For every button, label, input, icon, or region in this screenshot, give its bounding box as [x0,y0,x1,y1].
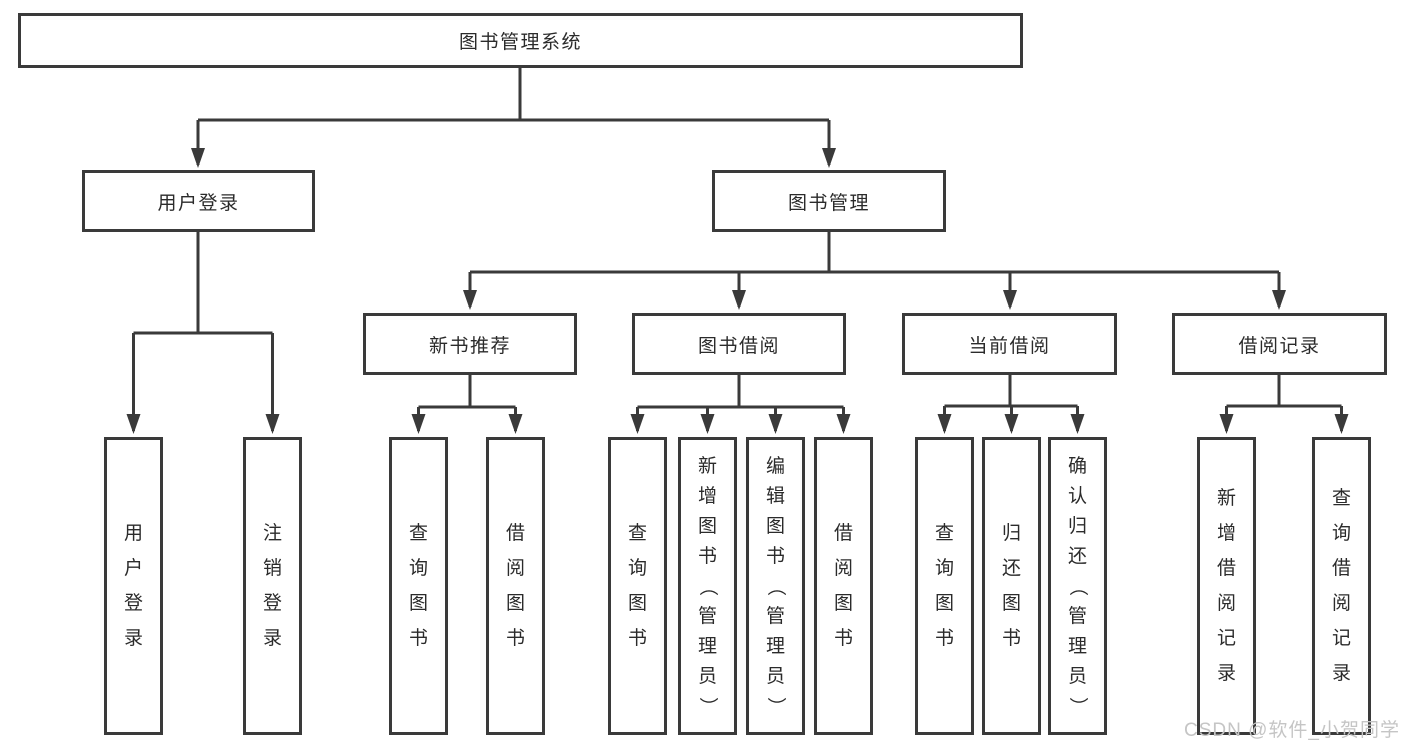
node-add-book-admin: 新增图书（管理员） [678,437,737,735]
node-label: 确认归还（管理员） [1066,455,1088,716]
csdn-watermark: CSDN @软件_小贺同学 [1184,720,1400,741]
node-book-borrowing: 图书借阅 [632,313,846,375]
node-label: 注销登录 [262,523,282,649]
node-label: 查询图书 [627,523,647,649]
node-query-books-current: 查询图书 [915,437,974,735]
node-label: 用户登录 [123,523,143,649]
node-label: 查询借阅记录 [1331,488,1351,684]
node-label: 图书借阅 [697,335,780,357]
node-label: 用户登录 [157,192,240,214]
node-book-management: 图书管理 [712,170,946,232]
node-label: 新增图书（管理员） [696,455,718,716]
node-current-borrowing: 当前借阅 [902,313,1117,375]
node-library-management-system: 图书管理系统 [18,13,1023,68]
node-user-login-leaf: 用户登录 [104,437,163,735]
node-label: 归还图书 [1001,523,1021,649]
node-label: 查询图书 [934,523,954,649]
node-label: 新书推荐 [428,335,511,357]
node-label: 图书管理 [787,192,870,214]
node-borrow-books-leaf: 借阅图书 [814,437,873,735]
node-label: 当前借阅 [968,335,1051,357]
node-edit-book-admin: 编辑图书（管理员） [746,437,805,735]
node-label: 编辑图书（管理员） [764,455,786,716]
node-add-borrow-record: 新增借阅记录 [1197,437,1256,735]
node-borrow-books-recommend: 借阅图书 [486,437,545,735]
node-query-borrow-record: 查询借阅记录 [1312,437,1371,735]
node-label: 借阅记录 [1238,335,1321,357]
node-query-books-borrowing: 查询图书 [608,437,667,735]
node-label: 查询图书 [408,523,428,649]
node-new-book-recommendation: 新书推荐 [363,313,577,375]
node-logout: 注销登录 [243,437,302,735]
node-label: 借阅图书 [505,523,525,649]
node-return-books: 归还图书 [982,437,1041,735]
node-label: 借阅图书 [833,523,853,649]
node-label: 图书管理系统 [458,32,582,53]
node-label: 新增借阅记录 [1216,488,1236,684]
node-user-login: 用户登录 [82,170,315,232]
node-query-books-recommend: 查询图书 [389,437,448,735]
node-confirm-return-admin: 确认归还（管理员） [1048,437,1107,735]
node-borrowing-records: 借阅记录 [1172,313,1387,375]
